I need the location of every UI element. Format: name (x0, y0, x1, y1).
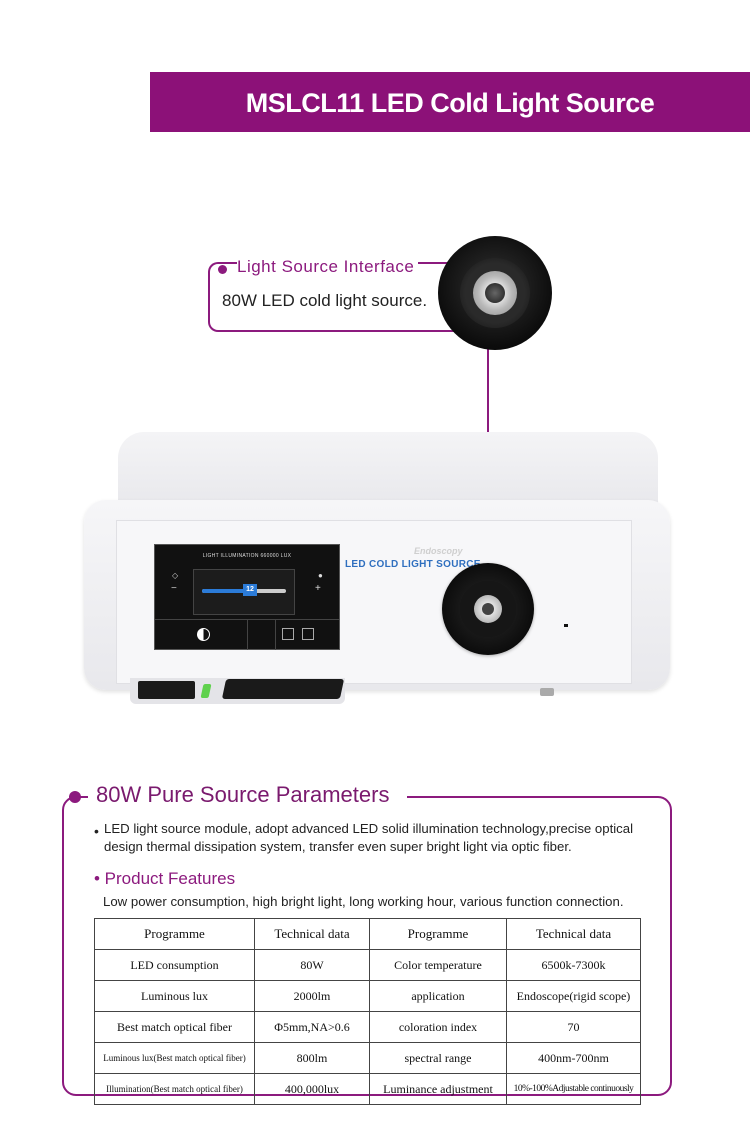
spec-cell: 70 (506, 1011, 641, 1043)
left-vent (138, 681, 195, 699)
spec-cell: Color temperature (369, 949, 507, 981)
spec-table-row: Luminous lux(Best match optical fiber) 8… (94, 1042, 641, 1074)
spec-table-row: Illumination(Best match optical fiber) 4… (94, 1073, 641, 1105)
parameters-description: LED light source module, adopt advanced … (104, 821, 634, 854)
spec-table-header-row: Programme Technical data Programme Techn… (94, 918, 641, 950)
port-hole (485, 283, 505, 303)
spec-cell: Φ5mm,NA>0.6 (254, 1011, 370, 1043)
spec-table-row: Best match optical fiber Φ5mm,NA>0.6 col… (94, 1011, 641, 1043)
brightness-slider-fill (202, 589, 255, 593)
callout-title: Light Source Interface (237, 257, 419, 277)
spec-table-row: LED consumption 80W Color temperature 65… (94, 949, 641, 981)
port-hole (482, 603, 494, 615)
spec-cell: coloration index (369, 1011, 507, 1043)
device-touch-screen: LIGHT ILLUMINATION 660000 LUX ◇ − 12 ● + (154, 544, 340, 650)
screen-illumination-readout: LIGHT ILLUMINATION 660000 LUX (202, 553, 292, 559)
spec-cell: Luminous lux (94, 980, 255, 1012)
parameters-title: 80W Pure Source Parameters (88, 782, 408, 808)
lamp-icon (302, 628, 314, 640)
screen-bottom-bar (155, 619, 339, 650)
device-light-port (442, 563, 534, 655)
spec-cell: Best match optical fiber (94, 1011, 255, 1043)
panel-mark-icon (540, 622, 570, 632)
settings-icon (282, 628, 294, 640)
spec-cell: 800lm (254, 1042, 370, 1074)
panel-brand-small: Endoscopy (414, 546, 463, 556)
features-title: • Product Features (94, 869, 236, 888)
description-bullet: • (94, 823, 99, 839)
right-vent (221, 679, 345, 699)
contrast-icon (197, 628, 210, 641)
screen-divider (275, 620, 276, 650)
device-foot-knob (540, 688, 554, 696)
spec-cell: application (369, 980, 507, 1012)
callout-bullet-dot (218, 265, 227, 274)
diamond-icon: ◇ (172, 571, 179, 580)
brightness-slider-panel: 12 (193, 569, 295, 615)
brightness-slider-value: 12 (243, 584, 257, 596)
panel-brand-main: LED COLD LIGHT SOURCE (345, 559, 481, 570)
spec-cell: 400nm-700nm (506, 1042, 641, 1074)
spec-cell: Endoscope(rigid scope) (506, 980, 641, 1012)
spec-header-cell: Technical data (506, 918, 641, 950)
spec-cell: 400,000lux (254, 1073, 370, 1105)
spec-cell: Illumination(Best match optical fiber) (94, 1073, 255, 1105)
spec-cell: Luminance adjustment (369, 1073, 507, 1105)
spec-header-cell: Programme (94, 918, 255, 950)
callout-text: 80W LED cold light source. (222, 291, 428, 310)
spec-header-cell: Programme (369, 918, 507, 950)
page-title: MSLCL11 LED Cold Light Source (245, 88, 655, 118)
plus-icon: + (315, 583, 321, 594)
spec-table: Programme Technical data Programme Techn… (94, 918, 641, 1105)
title-banner: MSLCL11 LED Cold Light Source (150, 72, 750, 132)
features-text: Low power consumption, high bright light… (103, 894, 624, 909)
screen-divider (247, 620, 248, 650)
spec-cell: 10%-100%Adjustable continuously (506, 1073, 641, 1105)
parameters-bullet-dot (69, 791, 81, 803)
spec-cell: 2000lm (254, 980, 370, 1012)
spec-table-row: Luminous lux 2000lm application Endoscop… (94, 980, 641, 1012)
spec-cell: 80W (254, 949, 370, 981)
spec-cell: Luminous lux(Best match optical fiber) (94, 1042, 255, 1074)
spec-cell: 6500k-7300k (506, 949, 641, 981)
spec-header-cell: Technical data (254, 918, 370, 950)
spec-cell: LED consumption (94, 949, 255, 981)
spec-cell: spectral range (369, 1042, 507, 1074)
light-port-closeup-image (438, 236, 552, 350)
minus-icon: − (171, 583, 177, 594)
dot-icon: ● (318, 571, 323, 580)
